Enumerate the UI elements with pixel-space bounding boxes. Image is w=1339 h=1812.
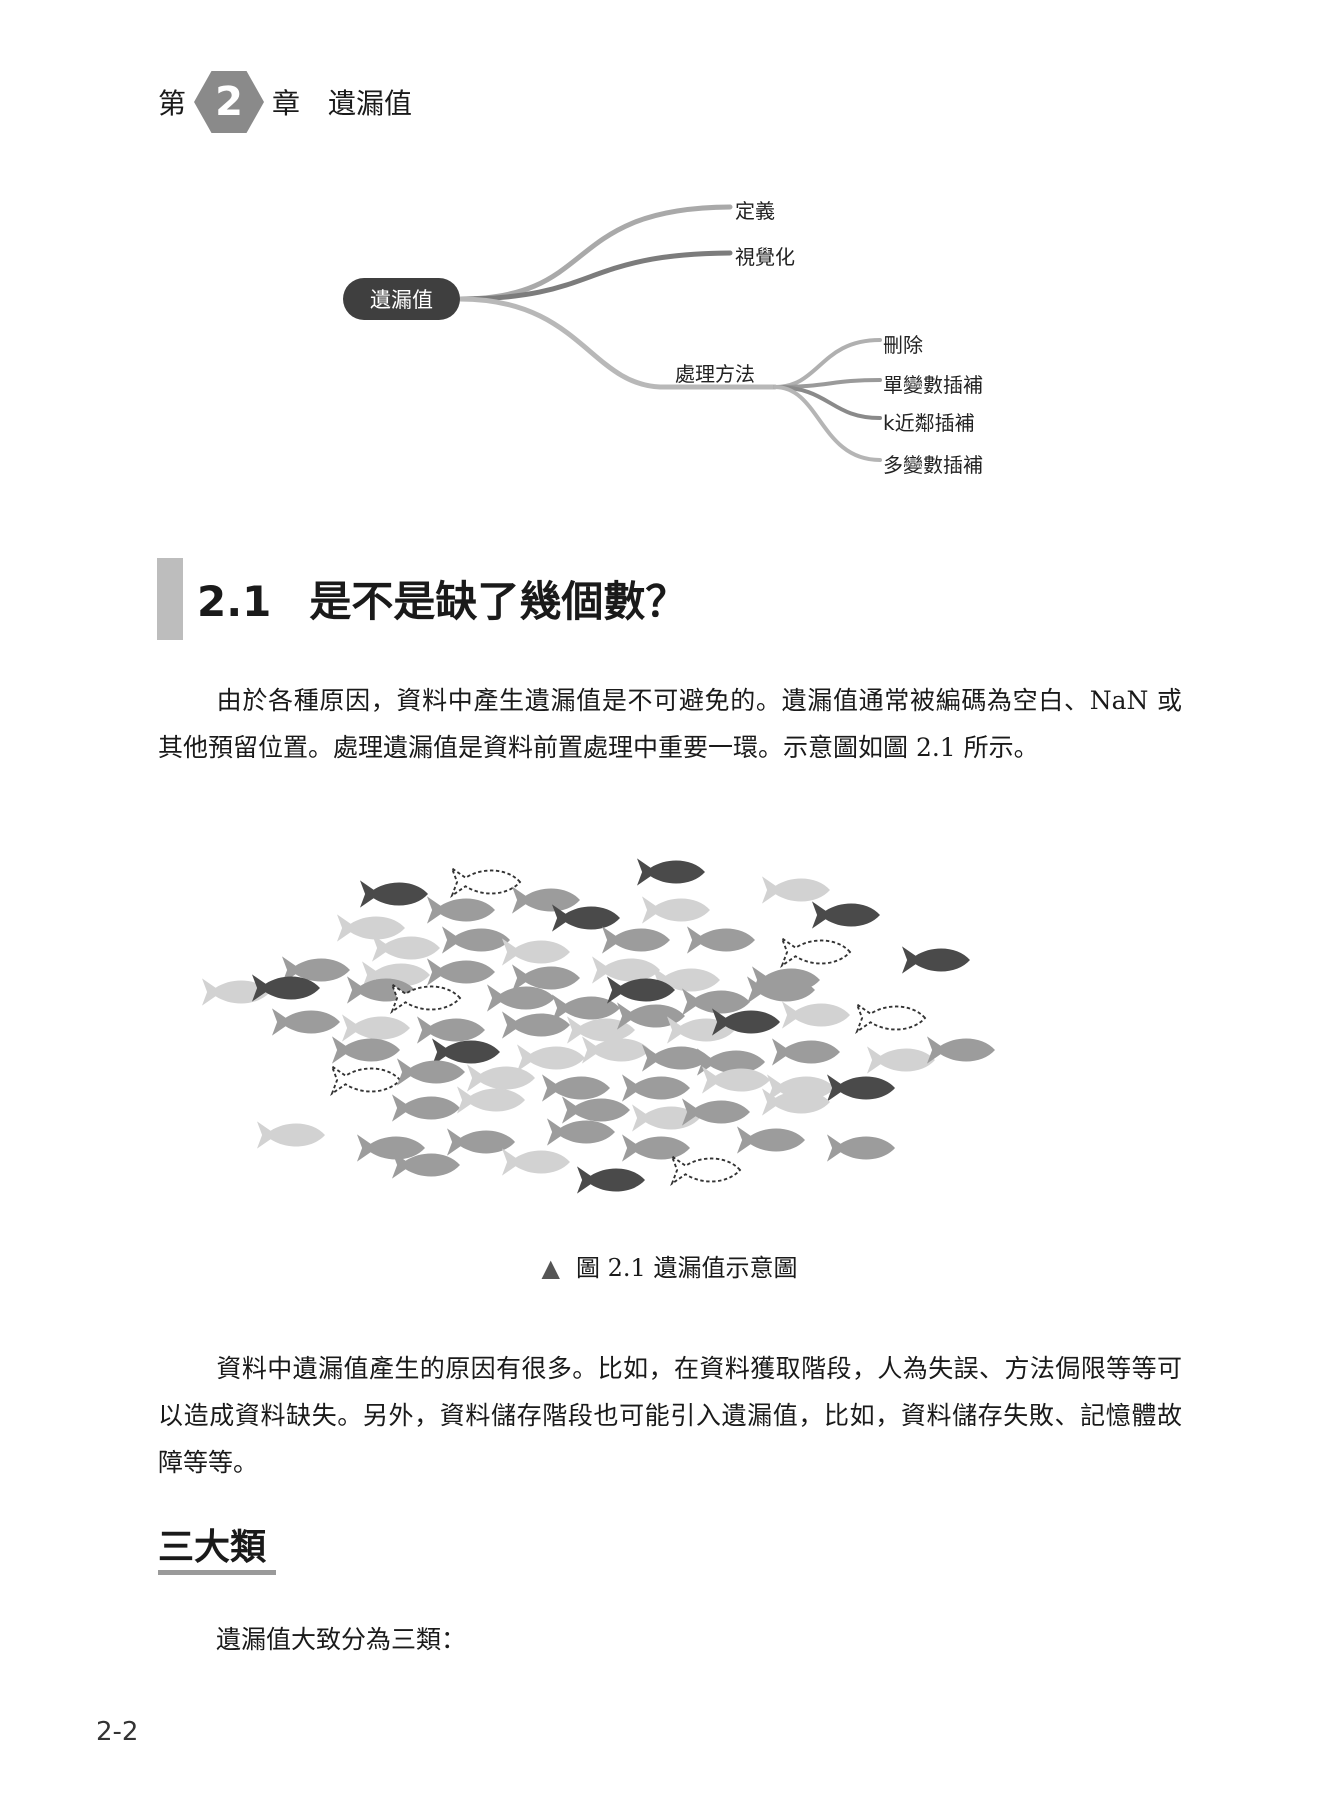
section-title: 是不是缺了幾個數？ [309,577,688,626]
mindmap-branch-definition: 定義 [735,199,775,223]
fish-icon [637,858,705,886]
fish-icon [257,1121,325,1149]
chapter-number-badge: 2 [194,71,265,133]
missing-fish-outline [856,1003,926,1033]
chapter-suffix: 章 [272,87,301,120]
fish-icon [582,1036,650,1064]
fish-icon [562,1096,630,1124]
mindmap-method-univariate: 單變數插補 [883,373,983,397]
missing-fish-outline [671,1155,741,1185]
mindmap-branch-visualization: 視覺化 [735,245,795,269]
page-number: 2-2 [96,1717,139,1747]
caption-triangle-icon: ▲ [541,1254,561,1282]
fish-icon [427,958,495,986]
missing-fish-outline [331,1065,401,1095]
figure-caption: ▲ 圖 2.1 遺漏值示意圖 [0,1248,1339,1283]
mindmap-connectors [457,204,882,462]
missing-fish-outline [451,867,521,897]
fish-icon [602,926,670,954]
connector-multivariate [773,385,882,462]
fish-icon [502,938,570,966]
fish-icon [622,1134,690,1162]
fish-icon [397,1058,465,1086]
fish-icon [927,1036,995,1064]
fish-icon [642,1044,710,1072]
subsection-heading: 三大類 [158,1527,267,1568]
fish-icon [332,1036,400,1064]
fish-icon [502,1148,570,1176]
fish-icon [467,1064,535,1092]
chapter-prefix: 第 [158,87,187,120]
mindmap-method-delete: 刪除 [883,333,923,357]
fish-icon [827,1074,895,1102]
connector-knn [773,385,882,420]
fish-icon [812,901,880,929]
fish-icon [737,1126,805,1154]
fish-icon [782,1001,850,1029]
paragraph-categories-text: 遺漏值大致分為三類： [216,1625,467,1654]
section-heading: 2.1 是不是缺了幾個數？ [197,568,687,629]
fish-icon [512,886,580,914]
fish-icon [360,880,428,908]
section-number: 2.1 [197,577,272,626]
mindmap-root: 遺漏值 [343,278,460,320]
section-marker-bar [157,558,183,640]
fish-icon [547,1118,615,1146]
fish-icon [762,876,830,904]
fish-icon [622,1074,690,1102]
fish-icon [417,1016,485,1044]
mindmap-branch-methods: 處理方法 [675,362,755,386]
fish-icon [902,946,970,974]
paragraph-causes-text: 資料中遺漏值產生的原因有很多。比如，在資料獲取階段，人為失誤、方法侷限等等可以造… [158,1354,1182,1477]
fish-icon [702,1066,770,1094]
fish-icon [867,1046,935,1074]
missing-values-figure [202,858,995,1194]
fish-icon [542,1074,610,1102]
fish-icon [772,1038,840,1066]
connector-visualization [457,250,733,302]
chapter-header: 第 2 章 遺漏值 [158,71,413,133]
mindmap-method-knn: k近鄰插補 [883,411,975,435]
fish-icon [272,1008,340,1036]
fish-icon [577,1166,645,1194]
fish-icon [427,896,495,924]
mindmap-method-multivariate: 多變數插補 [883,453,983,477]
fish-icon [337,914,405,942]
paragraph-intro-text: 由於各種原因，資料中產生遺漏值是不可避免的。遺漏值通常被編碼為空白、NaN 或其… [158,686,1182,762]
fish-icon [827,1134,895,1162]
fish-icon [457,1086,525,1114]
connector-methods [457,296,778,390]
fish-icon [392,1094,460,1122]
fish-icon [517,1044,585,1072]
paragraph-intro: 由於各種原因，資料中產生遺漏值是不可避免的。遺漏值通常被編碼為空白、NaN 或其… [158,677,1182,771]
paragraph-causes: 資料中遺漏值產生的原因有很多。比如，在資料獲取階段，人為失誤、方法侷限等等可以造… [158,1345,1182,1486]
paragraph-categories: 遺漏值大致分為三類： [158,1616,1182,1663]
fish-icon [687,926,755,954]
figure-caption-text: 圖 2.1 遺漏值示意圖 [576,1254,798,1282]
subsection-underline [158,1570,276,1575]
fish-icon [342,1014,410,1042]
chapter-title: 遺漏值 [328,87,413,120]
missing-fish-outline [781,937,851,967]
fish-icon [642,896,710,924]
fish-icon [442,926,510,954]
